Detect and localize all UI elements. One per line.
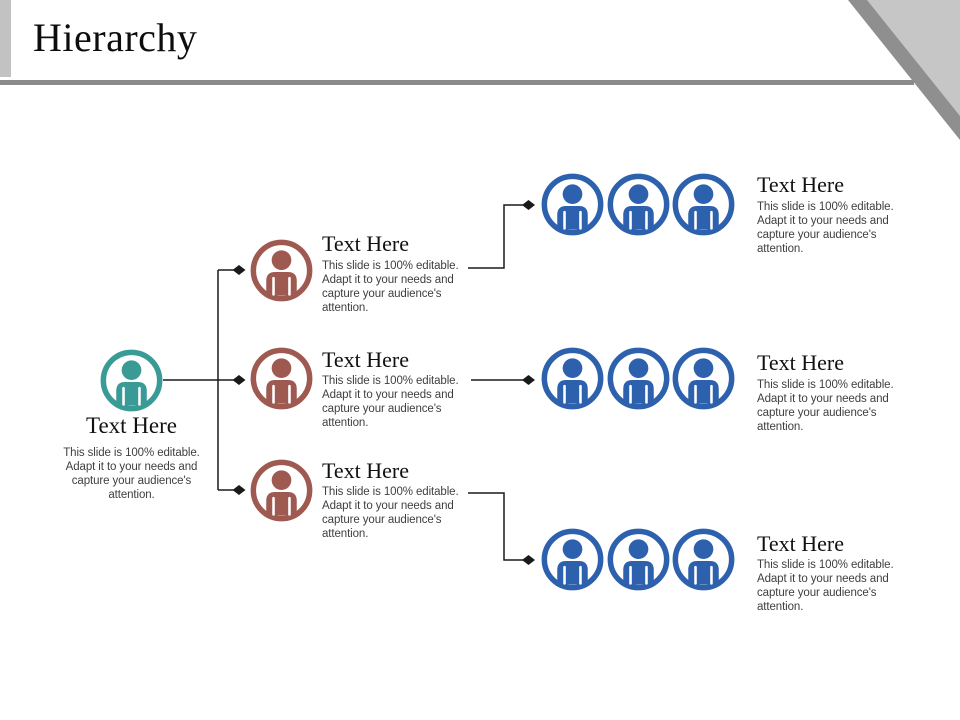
person-icon [607,173,670,236]
branch-node-title: Text Here [322,347,410,372]
corner-triangle-decoration [848,0,960,140]
diamond-arrowhead [232,375,246,385]
leaf-group-title: Text Here [757,172,845,197]
leaf-group-icons [541,528,735,591]
person-icon [541,528,604,591]
leaf-group-icons [541,173,735,236]
person-icon [100,349,163,412]
branch-node-description: This slide is 100% editable. Adapt it to… [322,375,459,429]
person-icon [250,459,313,522]
header-rule [0,80,914,85]
leaf-group-description: This slide is 100% editable. Adapt it to… [757,379,894,433]
person-icon [250,239,313,302]
person-icon [541,347,604,410]
person-icon [250,347,313,410]
diamond-arrowhead [522,375,535,385]
person-icon [672,528,735,591]
branch-node-description: This slide is 100% editable. Adapt it to… [322,486,459,540]
root-node-title: Text Here [86,413,177,438]
person-icon [607,347,670,410]
diamond-arrowhead [232,485,246,495]
leaf-group-description: This slide is 100% editable. Adapt it to… [757,559,894,613]
leaf-group-title: Text Here [757,350,845,375]
branch-node-description: This slide is 100% editable. Adapt it to… [322,260,459,314]
diamond-arrowhead [232,265,246,275]
branch-node-icon [250,459,313,522]
person-icon [607,528,670,591]
leaf-group-title: Text Here [757,531,845,556]
diamond-arrowhead [522,555,535,565]
person-icon [541,173,604,236]
leaf-group-icons [541,347,735,410]
header-left-strip [0,0,11,77]
branch-node-icon [250,347,313,410]
branch-node-icon [250,239,313,302]
branch-node-title: Text Here [322,458,410,483]
person-icon [672,347,735,410]
person-icon [672,173,735,236]
diamond-arrowhead [522,200,535,210]
root-node-icon [100,349,163,412]
slide-title: Hierarchy [33,15,198,60]
root-node-description: This slide is 100% editable. Adapt it to… [63,447,200,501]
branch-node-title: Text Here [322,231,410,256]
leaf-group-description: This slide is 100% editable. Adapt it to… [757,201,894,255]
